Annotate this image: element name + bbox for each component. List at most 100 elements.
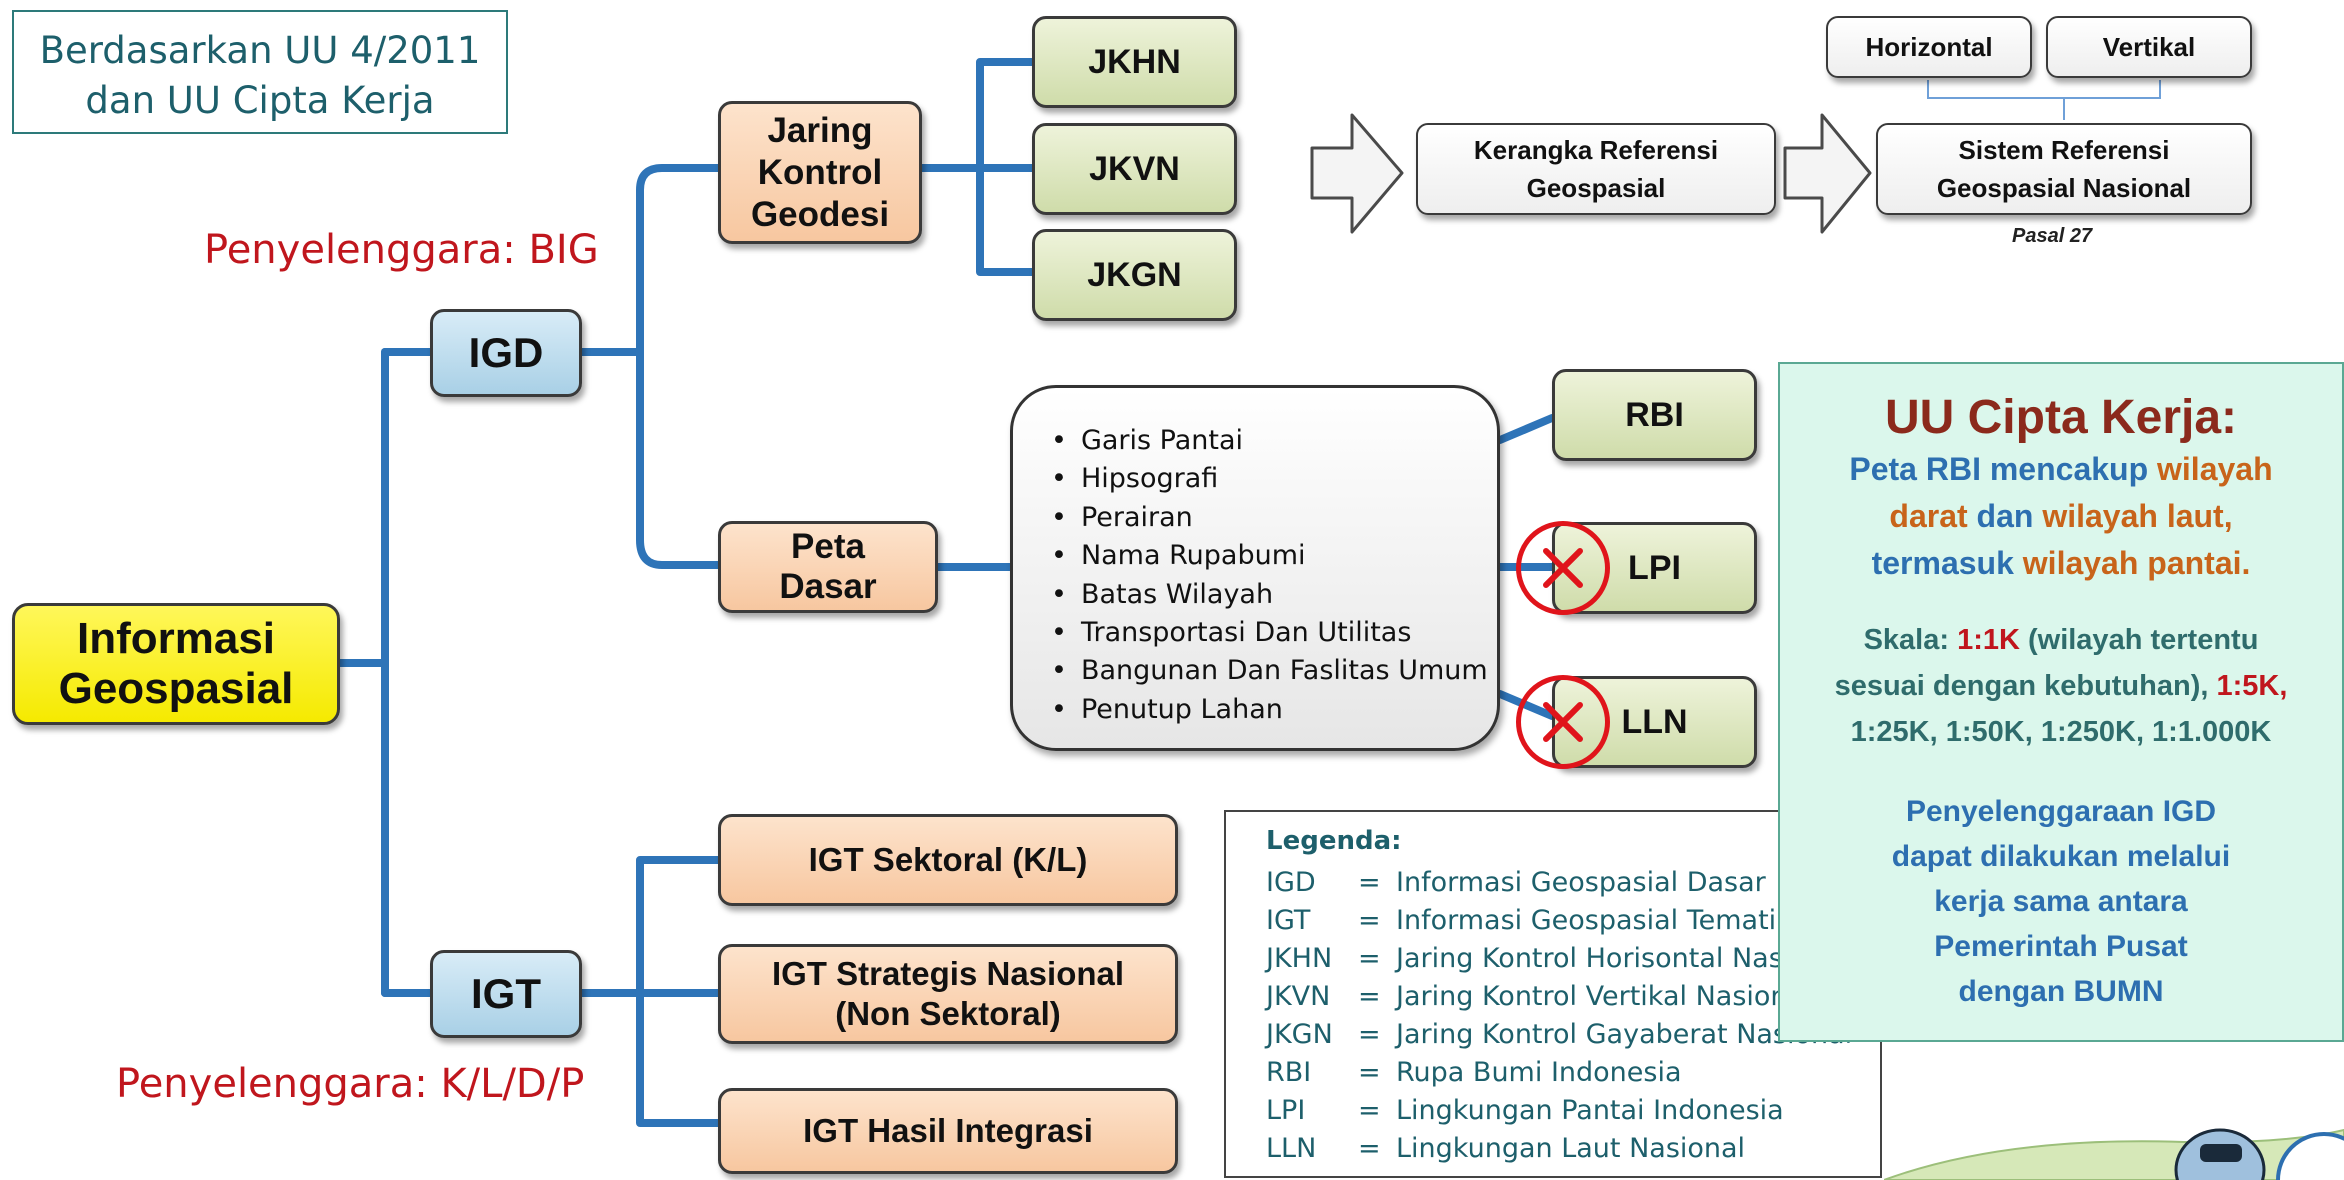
uu-text: termasuk — [1871, 545, 2023, 581]
uu-line: termasuk wilayah pantai. — [1780, 540, 2342, 587]
legend-text: Rupa Bumi Indonesia — [1396, 1057, 1682, 1088]
legend-text: Jaring Kontrol Horisontal Nasional — [1396, 943, 1848, 974]
vertikal-box[interactable]: Vertikal — [2046, 16, 2252, 78]
node-label: IGT — [471, 970, 541, 1017]
node-igt-hasil-integrasi[interactable]: IGT Hasil Integrasi — [718, 1088, 1178, 1174]
legend-abbr: JKGN — [1266, 1019, 1333, 1050]
uu-line: dapat dilakukan melalui — [1891, 840, 2231, 873]
legend-row: IGD=Informasi Geospasial Dasar — [1266, 864, 1766, 902]
sistem-referensi-box[interactable]: Sistem Referensi Geospasial Nasional — [1876, 123, 2252, 215]
uu-cipta-kerja-box: UU Cipta Kerja: Peta RBI mencakup wilaya… — [1778, 362, 2344, 1042]
connector-rbi — [1496, 414, 1556, 444]
list-item: Bangunan Dan Faslitas Umum — [1051, 652, 1488, 690]
node-label: Geospasial — [58, 664, 294, 713]
legend-abbr: LLN — [1266, 1133, 1317, 1164]
legend-box: Legenda: IGD=Informasi Geospasial Dasar … — [1224, 810, 1882, 1178]
legend-eq: = — [1358, 1057, 1381, 1088]
uu-scale-values: 1:25K, 1:50K, 1:250K, 1:1.000K — [1850, 716, 2272, 748]
uu-text-highlight: wilayah — [2157, 451, 2273, 487]
legend-text: Lingkungan Laut Nasional — [1396, 1133, 1746, 1164]
node-label: (Non Sektoral) — [835, 995, 1061, 1032]
node-label: LLN — [1621, 702, 1688, 741]
cross-mark-icon — [1543, 702, 1583, 742]
legend-eq: = — [1358, 943, 1381, 974]
legend-row: LLN=Lingkungan Laut Nasional — [1266, 1130, 1745, 1168]
node-label: IGT Hasil Integrasi — [803, 1112, 1093, 1149]
node-jaring-kontrol-geodesi[interactable]: Jaring Kontrol Geodesi — [718, 101, 922, 244]
node-jkgn[interactable]: JKGN — [1032, 229, 1237, 321]
uu-scale-value: 1:5K, — [2216, 670, 2288, 702]
uu-line-highlight: Pemerintah Pusat — [1934, 930, 2188, 963]
legend-text: Informasi Geospasial Tematik — [1396, 905, 1792, 936]
legend-eq: = — [1358, 1019, 1381, 1050]
uu-text: Peta RBI mencakup — [1849, 451, 2158, 487]
legal-note-line: dan UU Cipta Kerja — [85, 79, 435, 122]
legend-text: Informasi Geospasial Dasar — [1396, 867, 1766, 898]
connector-igt-trunk — [636, 856, 722, 1127]
box-label: Vertikal — [2102, 31, 2196, 62]
node-label: Informasi — [76, 614, 276, 663]
cross-mark-icon — [1543, 548, 1583, 588]
node-peta-dasar[interactable]: Peta Dasar — [718, 521, 938, 613]
node-igd[interactable]: IGD — [430, 309, 582, 397]
node-label: Kontrol — [757, 152, 883, 192]
mascot-icon — [2200, 1144, 2242, 1162]
list-item: Transportasi Dan Utilitas — [1051, 614, 1488, 652]
node-label: LPI — [1628, 548, 1681, 587]
logo-icon — [2276, 1132, 2344, 1180]
box-label: Kerangka Referensi — [1473, 135, 1719, 165]
node-label: RBI — [1625, 395, 1684, 434]
legend-eq: = — [1358, 905, 1381, 936]
connector-igd-trunk — [636, 164, 722, 569]
legend-abbr: IGT — [1266, 905, 1311, 936]
node-rbi[interactable]: RBI — [1552, 369, 1757, 461]
uu-line-highlight: dengan BUMN — [1958, 975, 2164, 1008]
arrow-icon — [1310, 113, 1404, 234]
list-item: Hipsografi — [1051, 460, 1488, 498]
node-label: Geodesi — [750, 194, 890, 234]
horizontal-box[interactable]: Horizontal — [1826, 16, 2032, 78]
box-label: Sistem Referensi — [1958, 135, 2170, 165]
legend-row: JKGN = Jaring Kontrol Gayaberat Nasional — [1266, 1016, 1852, 1054]
node-igt-strategis-nasional[interactable]: IGT Strategis Nasional (Non Sektoral) — [718, 944, 1178, 1044]
list-item: Batas Wilayah — [1051, 576, 1488, 614]
node-label: JKVN — [1089, 149, 1180, 188]
connector-jaring-trunk — [976, 58, 1036, 276]
legal-note: Berdasarkan UU 4/2011 dan UU Cipta Kerja — [12, 10, 508, 134]
pasal-label: Pasal 27 — [2012, 225, 2093, 247]
legend-text: Jaring Kontrol Vertikal Nasional — [1396, 981, 1812, 1012]
uu-line: Penyelenggaraan IGD — [1905, 795, 2217, 828]
legend-row: LPI=Lingkungan Pantai Indonesia — [1266, 1092, 1784, 1130]
node-igt-sektoral[interactable]: IGT Sektoral (K/L) — [718, 814, 1178, 906]
uu-line: darat dan wilayah laut, — [1780, 493, 2342, 540]
legend-eq: = — [1358, 1095, 1381, 1126]
uu-text: Skala: — [1863, 624, 1958, 656]
legend-row: JKVN=Jaring Kontrol Vertikal Nasional — [1266, 978, 1812, 1016]
node-label: IGT Sektoral (K/L) — [808, 841, 1088, 878]
arrow-icon — [1783, 113, 1872, 234]
node-label: Peta — [791, 527, 865, 566]
node-informasi-geospasial[interactable]: Informasi Geospasial — [12, 603, 340, 725]
legend-row: JKHN = Jaring Kontrol Horisontal Nasional — [1266, 940, 1848, 978]
uu-scale-line: sesuai dengan kebutuhan), 1:5K, — [1780, 663, 2342, 709]
legend-title: Legenda: — [1266, 826, 1402, 856]
node-label: JKHN — [1088, 42, 1181, 81]
node-jkvn[interactable]: JKVN — [1032, 123, 1237, 215]
legend-text: Jaring Kontrol Gayaberat Nasional — [1396, 1019, 1853, 1050]
box-label: Geospasial — [1526, 173, 1666, 203]
box-label: Horizontal — [1865, 31, 1993, 62]
legend-text: Lingkungan Pantai Indonesia — [1396, 1095, 1784, 1126]
penyelenggara-big: Penyelenggara: BIG — [204, 227, 599, 273]
legend-abbr: JKHN — [1266, 943, 1333, 974]
kerangka-referensi-box[interactable]: Kerangka Referensi Geospasial — [1416, 123, 1776, 215]
node-igt[interactable]: IGT — [430, 950, 582, 1038]
uu-text-highlight: wilayah laut, — [2042, 498, 2233, 534]
legend-row: RBI=Rupa Bumi Indonesia — [1266, 1054, 1682, 1092]
uu-text: sesuai dengan kebutuhan), — [1834, 670, 2217, 702]
uu-line: kerja sama antara — [1934, 885, 2188, 918]
legend-row: IGT = Informasi Geospasial Tematik — [1266, 902, 1792, 940]
node-jkhn[interactable]: JKHN — [1032, 16, 1237, 108]
uu-text: dan — [1967, 498, 2043, 534]
node-label: IGD — [468, 329, 544, 376]
legend-abbr: JKVN — [1266, 981, 1331, 1012]
